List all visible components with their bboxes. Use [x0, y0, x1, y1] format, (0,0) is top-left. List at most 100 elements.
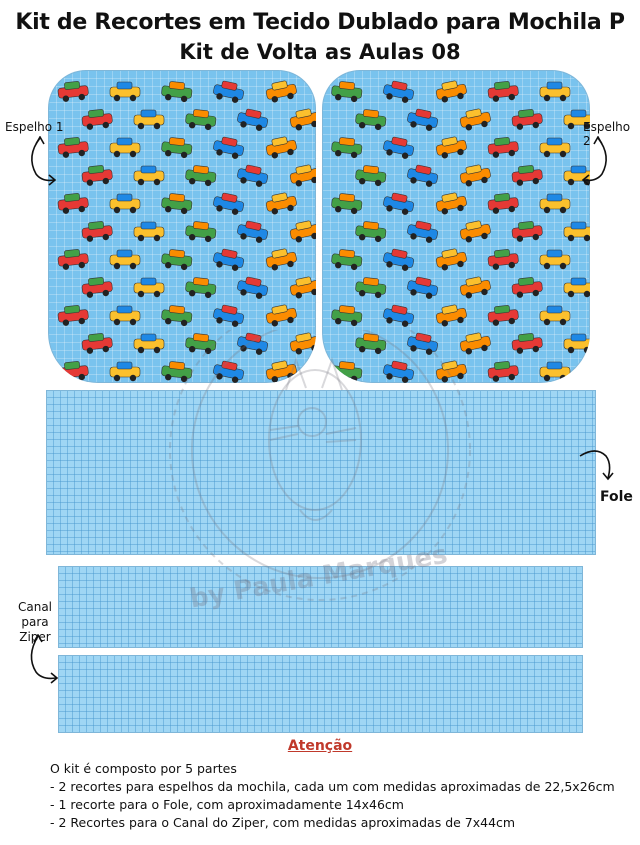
toy-car: [383, 136, 415, 159]
toy-car: [109, 193, 141, 214]
toy-car: [459, 276, 491, 299]
toy-car: [213, 136, 245, 159]
toy-car: [265, 136, 297, 159]
toy-car: [81, 109, 113, 130]
toy-car: [331, 361, 363, 383]
label-canal-ziper: Canal para Ziper: [3, 600, 67, 645]
page-title: Kit de Recortes em Tecido Dublado para M…: [15, 10, 625, 35]
toy-car: [407, 332, 439, 355]
toy-car: [383, 248, 415, 271]
toy-car: [289, 220, 316, 243]
toy-car: [487, 361, 519, 382]
toy-car: [289, 164, 316, 187]
toy-car: [161, 305, 193, 327]
toy-car: [237, 108, 269, 131]
toy-car: [109, 81, 141, 102]
toy-car: [487, 305, 519, 326]
toy-car: [435, 80, 467, 103]
toy-car: [511, 333, 543, 354]
car-pattern: [57, 80, 316, 383]
toy-car: [265, 360, 297, 383]
toy-car: [487, 249, 519, 270]
toy-car: [161, 249, 193, 271]
kit-info-line: - 2 recortes para espelhos da mochila, c…: [50, 779, 615, 794]
toy-car: [109, 361, 141, 382]
toy-car: [563, 277, 590, 298]
toy-car: [57, 305, 89, 326]
toy-car: [109, 249, 141, 270]
toy-car: [289, 276, 316, 299]
toy-car: [383, 80, 415, 103]
toy-car: [265, 80, 297, 103]
curved-arrow-icon: [579, 450, 614, 481]
toy-car: [133, 221, 165, 242]
toy-car: [487, 137, 519, 158]
toy-car: [407, 220, 439, 243]
toy-car: [237, 332, 269, 355]
toy-car: [331, 305, 363, 327]
toy-car: [331, 81, 363, 103]
toy-car: [383, 360, 415, 383]
toy-car: [237, 276, 269, 299]
toy-car: [213, 360, 245, 383]
toy-car: [331, 193, 363, 215]
toy-car: [81, 165, 113, 186]
toy-car: [539, 305, 571, 326]
toy-car: [109, 137, 141, 158]
toy-car: [435, 248, 467, 271]
label-canal-line2: Ziper: [19, 630, 51, 644]
toy-car: [539, 193, 571, 214]
toy-car: [511, 277, 543, 298]
toy-car: [355, 277, 387, 299]
toy-car: [407, 276, 439, 299]
toy-car: [109, 305, 141, 326]
toy-car: [459, 108, 491, 131]
attention-heading: Atenção: [287, 738, 353, 754]
label-fole: Fole: [600, 489, 633, 505]
toy-car: [161, 137, 193, 159]
toy-car: [237, 164, 269, 187]
toy-car: [81, 221, 113, 242]
toy-car: [355, 165, 387, 187]
toy-car: [563, 333, 590, 354]
toy-car: [133, 109, 165, 130]
toy-car: [161, 361, 193, 383]
toy-car: [355, 109, 387, 131]
toy-car: [185, 165, 217, 187]
toy-car: [331, 137, 363, 159]
toy-car: [265, 248, 297, 271]
toy-car: [487, 193, 519, 214]
toy-car: [539, 361, 571, 382]
toy-car: [133, 333, 165, 354]
toy-car: [563, 221, 590, 242]
toy-car: [539, 81, 571, 102]
toy-car: [185, 277, 217, 299]
toy-car: [539, 137, 571, 158]
toy-car: [383, 304, 415, 327]
toy-car: [185, 109, 217, 131]
toy-car: [57, 193, 89, 214]
toy-car: [81, 333, 113, 354]
toy-car: [383, 192, 415, 215]
kit-info-line: - 2 Recortes para o Canal do Ziper, com …: [50, 815, 516, 830]
toy-car: [511, 165, 543, 186]
curved-arrow-icon: [31, 136, 57, 186]
toy-car: [57, 137, 89, 158]
espelho-1-panel: [48, 70, 316, 383]
car-pattern: [331, 80, 590, 383]
toy-car: [487, 81, 519, 102]
toy-car: [133, 277, 165, 298]
toy-car: [511, 109, 543, 130]
toy-car: [213, 192, 245, 215]
toy-car: [355, 221, 387, 243]
toy-car: [133, 165, 165, 186]
curved-arrow-icon: [581, 136, 607, 186]
label-canal-line1: Canal para: [17, 600, 53, 629]
toy-car: [563, 109, 590, 130]
toy-car: [355, 333, 387, 355]
espelho-2-panel: [322, 70, 590, 383]
fole-panel: [46, 390, 596, 555]
toy-car: [435, 136, 467, 159]
toy-car: [161, 81, 193, 103]
toy-car: [407, 164, 439, 187]
